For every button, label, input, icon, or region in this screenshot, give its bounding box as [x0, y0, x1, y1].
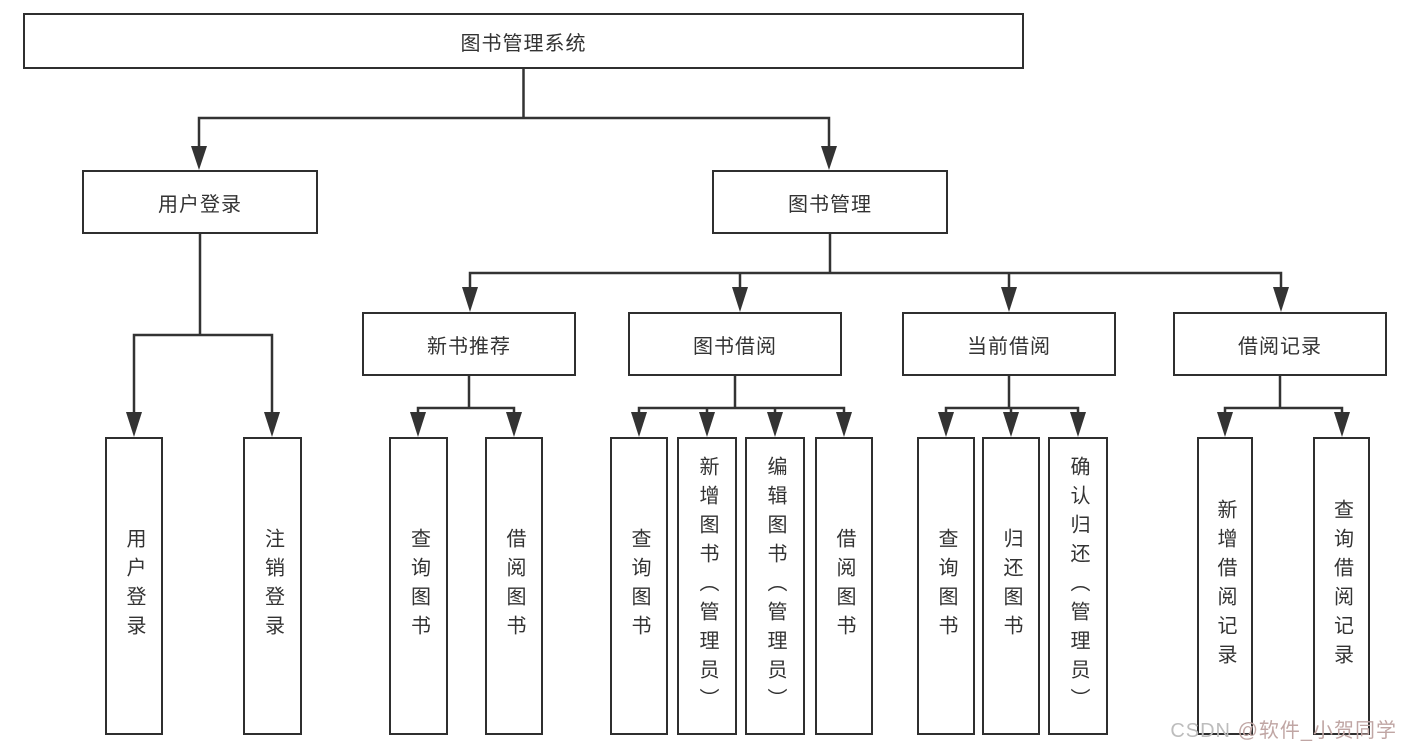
- leaf-confirm-return-admin-label: 确认归还（管理员）: [1067, 455, 1089, 717]
- arrow-leaf-add-book: [699, 412, 715, 437]
- node-book-borrow: 图书借阅: [628, 312, 842, 376]
- watermark-handle: @软件_小贺同学: [1237, 720, 1397, 742]
- leaf-query-books-1: 查询图书: [389, 437, 448, 735]
- leaf-user-login-label: 用户登录: [123, 528, 145, 644]
- leaf-query-borrow-record-label: 查询借阅记录: [1330, 499, 1353, 673]
- arrow-to-borrow-records: [1273, 287, 1289, 312]
- node-current-borrow-label: 当前借阅: [967, 335, 1051, 358]
- leaf-borrow-books-1-label: 借阅图书: [503, 528, 525, 644]
- node-borrow-records-label: 借阅记录: [1238, 335, 1322, 358]
- leaf-borrow-books-2-label: 借阅图书: [833, 528, 855, 644]
- leaf-return-book-label: 归还图书: [1000, 528, 1022, 644]
- leaf-borrow-books-1: 借阅图书: [485, 437, 543, 735]
- leaf-edit-book-admin-label: 编辑图书（管理员）: [764, 455, 786, 717]
- leaf-logout: 注销登录: [243, 437, 302, 735]
- leaf-return-book: 归还图书: [982, 437, 1040, 735]
- leaf-borrow-books-2: 借阅图书: [815, 437, 873, 735]
- leaf-query-books-2-label: 查询图书: [628, 528, 650, 644]
- arrow-leaf-query-books-1: [410, 412, 426, 437]
- arrow-leaf-query-borrow-record: [1334, 412, 1350, 437]
- csdn-watermark: CSDN @软件_小贺同学: [1170, 714, 1397, 743]
- leaf-query-borrow-record: 查询借阅记录: [1313, 437, 1370, 735]
- arrow-to-book-management: [821, 146, 837, 170]
- arrow-to-new-book-recommend: [462, 287, 478, 312]
- node-book-management: 图书管理: [712, 170, 948, 234]
- arrow-leaf-edit-book: [767, 412, 783, 437]
- arrow-leaf-query-books-2: [631, 412, 647, 437]
- leaf-query-books-1-label: 查询图书: [407, 528, 430, 644]
- node-root-label: 图书管理系统: [460, 32, 587, 55]
- leaf-edit-book-admin: 编辑图书（管理员）: [745, 437, 805, 735]
- arrow-to-user-login: [191, 146, 207, 170]
- arrow-leaf-add-borrow-record: [1217, 412, 1233, 437]
- leaf-query-books-2: 查询图书: [610, 437, 668, 735]
- node-current-borrow: 当前借阅: [902, 312, 1116, 376]
- node-book-management-label: 图书管理: [788, 193, 872, 216]
- leaf-add-book-admin: 新增图书（管理员）: [677, 437, 737, 735]
- node-user-login-label: 用户登录: [158, 193, 242, 216]
- node-borrow-records: 借阅记录: [1173, 312, 1387, 376]
- arrow-to-book-borrow: [732, 287, 748, 312]
- leaf-user-login: 用户登录: [105, 437, 163, 735]
- leaf-add-borrow-record-label: 新增借阅记录: [1214, 499, 1236, 673]
- node-book-borrow-label: 图书借阅: [693, 335, 777, 358]
- arrow-leaf-logout: [264, 412, 280, 437]
- watermark-prefix: CSDN: [1170, 720, 1238, 742]
- leaf-query-books-3: 查询图书: [917, 437, 975, 735]
- arrow-leaf-query-books-3: [938, 412, 954, 437]
- arrow-leaf-return-book: [1003, 412, 1019, 437]
- arrow-leaf-user-login: [126, 412, 142, 437]
- leaf-confirm-return-admin: 确认归还（管理员）: [1048, 437, 1108, 735]
- node-new-book-recommend: 新书推荐: [362, 312, 576, 376]
- arrow-to-current-borrow: [1001, 287, 1017, 312]
- leaf-add-borrow-record: 新增借阅记录: [1197, 437, 1253, 735]
- leaf-logout-label: 注销登录: [261, 528, 284, 644]
- node-new-book-recommend-label: 新书推荐: [427, 335, 511, 358]
- node-root: 图书管理系统: [23, 13, 1024, 69]
- arrow-leaf-borrow-books-1: [506, 412, 522, 437]
- arrowheads: [126, 146, 1350, 437]
- arrow-leaf-confirm-return: [1070, 412, 1086, 437]
- arrow-leaf-borrow-books-2: [836, 412, 852, 437]
- leaf-add-book-admin-label: 新增图书（管理员）: [696, 455, 718, 717]
- node-user-login: 用户登录: [82, 170, 318, 234]
- leaf-query-books-3-label: 查询图书: [935, 528, 957, 644]
